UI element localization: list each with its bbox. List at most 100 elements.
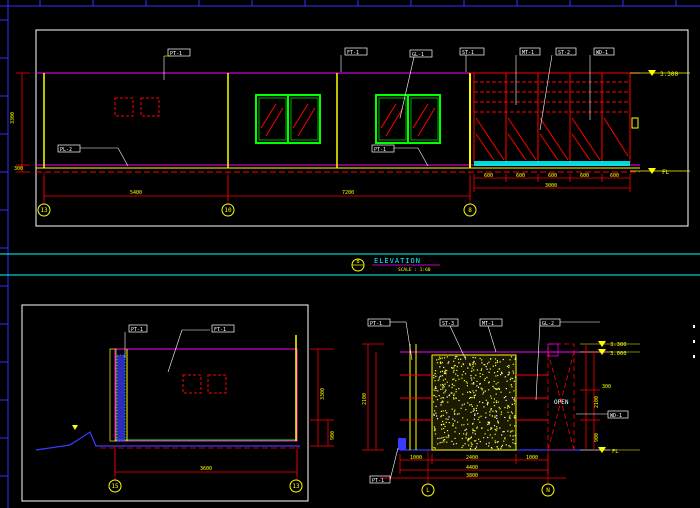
material-tag: ST-3 (439, 318, 467, 361)
svg-text:ST-3: ST-3 (442, 321, 454, 327)
grid-bubble: 13 (289, 446, 303, 493)
window-2 (375, 94, 441, 144)
grid-label: 15 (111, 483, 119, 490)
section-marker: B (356, 259, 359, 265)
grid-bubble: N (541, 450, 555, 497)
level-label: 3.300 (610, 342, 627, 348)
open-label: OPEN (554, 399, 569, 406)
dimension-text: 900 (594, 433, 600, 442)
svg-text:WD-1: WD-1 (610, 413, 622, 419)
material-tag: ST-1 (459, 47, 485, 72)
dimension-text: 2400 (466, 455, 478, 461)
dimension-text: 600 (548, 173, 557, 179)
dimension-text: 2100 (362, 393, 368, 405)
level-label: FL (662, 169, 670, 176)
svg-text:PL-2: PL-2 (60, 147, 72, 153)
svg-text:ST-1: ST-1 (462, 50, 474, 56)
dimension-text: 600 (516, 173, 525, 179)
wall-outline (114, 348, 298, 442)
grid-label: 8 (468, 207, 472, 214)
sign-panel (182, 374, 227, 394)
svg-text:PT-1: PT-1 (370, 321, 382, 327)
material-tag: ST-2 (539, 47, 577, 131)
material-tag: PT-1 (369, 447, 399, 484)
dimension-text: 1000 (410, 455, 422, 461)
sign-panel (114, 97, 160, 117)
left-dimension (16, 72, 30, 173)
svg-text:FT-1: FT-1 (214, 327, 226, 333)
sheet-ruler (0, 0, 677, 477)
grid-bubble: 15 (108, 446, 122, 493)
dimension-text: 600 (610, 173, 619, 179)
bottom-dimension (380, 454, 566, 479)
dimension-text: 7200 (342, 190, 354, 196)
svg-text:ST-2: ST-2 (558, 50, 570, 56)
dimension-text: 900 (330, 431, 336, 440)
grid-label: L (426, 487, 430, 494)
dimension-text: 600 (580, 173, 589, 179)
grid-bubble: 13 (37, 172, 51, 217)
right-dimension (580, 344, 600, 450)
dimension-text: 300 (14, 166, 23, 172)
sheet-side-marks (693, 325, 695, 358)
window-1 (255, 94, 321, 144)
svg-text:MT-1: MT-1 (482, 321, 494, 327)
level-label: FL (612, 449, 619, 455)
opening (547, 343, 575, 451)
svg-text:PT-1: PT-1 (131, 327, 143, 333)
material-tag: GL-2 (535, 318, 600, 401)
dimension-text: 3000 (545, 183, 557, 189)
dimension-text: 3300 (10, 112, 16, 124)
dimension-text: 3800 (466, 473, 478, 479)
material-tag: PT-1 (367, 318, 413, 361)
dimension-text: 3300 (320, 388, 326, 400)
right-dimension (310, 348, 334, 447)
material-tag: GL-1 (399, 49, 433, 119)
material-tag: PT-1 (124, 324, 148, 358)
bottom-left-elevation: 3600 3300 900 15 13 PT-1 FT (21, 304, 336, 502)
svg-text:GL-2: GL-2 (542, 321, 554, 327)
material-tag: FT-1 (340, 47, 368, 72)
dimension-text: 1000 (526, 455, 538, 461)
stone-feature-wall (431, 354, 517, 451)
material-tag: FT-1 (167, 324, 235, 373)
viewport-frame (21, 304, 309, 502)
svg-text:MT-1: MT-1 (522, 50, 534, 56)
dimension-text: 2100 (594, 396, 600, 408)
section-title-text: ELEVATION (374, 257, 421, 265)
left-dimension (362, 343, 384, 451)
grid-bubble: L (421, 450, 435, 497)
svg-text:GL-1: GL-1 (412, 52, 424, 58)
svg-text:PT-1: PT-1 (372, 478, 384, 484)
section-scale: SCALE : 1:60 (398, 267, 431, 273)
viewport-frame (35, 29, 689, 227)
grid-label: 13 (40, 207, 48, 214)
material-tag: WD-1 (589, 47, 615, 120)
dimension-text: 600 (484, 173, 493, 179)
material-tag: MT-1 (479, 318, 503, 353)
dimension-text: 300 (602, 384, 611, 390)
grid-label: 13 (292, 483, 300, 490)
material-tag: MT-1 (515, 47, 541, 105)
grid-bubble: 10 (221, 172, 235, 217)
dimension-text: 5400 (130, 190, 142, 196)
svg-text:PT-1: PT-1 (374, 147, 386, 153)
material-tag: PL-2 (57, 144, 129, 167)
grid-label: 10 (224, 207, 232, 214)
material-tag: WD-1 (576, 410, 629, 419)
svg-text:FT-1: FT-1 (347, 50, 359, 56)
dimension-text: 4400 (466, 465, 478, 471)
facade-screen (470, 72, 639, 166)
stone-texture (433, 356, 517, 450)
top-elevation: 3.300 FL 3300 300 5400 7200 (10, 29, 690, 227)
grid-bubble: 8 (463, 172, 477, 217)
level-markers: 3.300 3.000 FL (580, 341, 640, 455)
svg-text:WD-1: WD-1 (596, 50, 608, 56)
level-label: 3.300 (660, 71, 678, 78)
section-title: B ELEVATION SCALE : 1:60 (351, 257, 440, 273)
material-tag: PT-1 (371, 144, 429, 167)
material-tag: PT-1 (163, 48, 191, 80)
grid-label: N (546, 487, 550, 494)
svg-text:PT-1: PT-1 (170, 51, 182, 57)
